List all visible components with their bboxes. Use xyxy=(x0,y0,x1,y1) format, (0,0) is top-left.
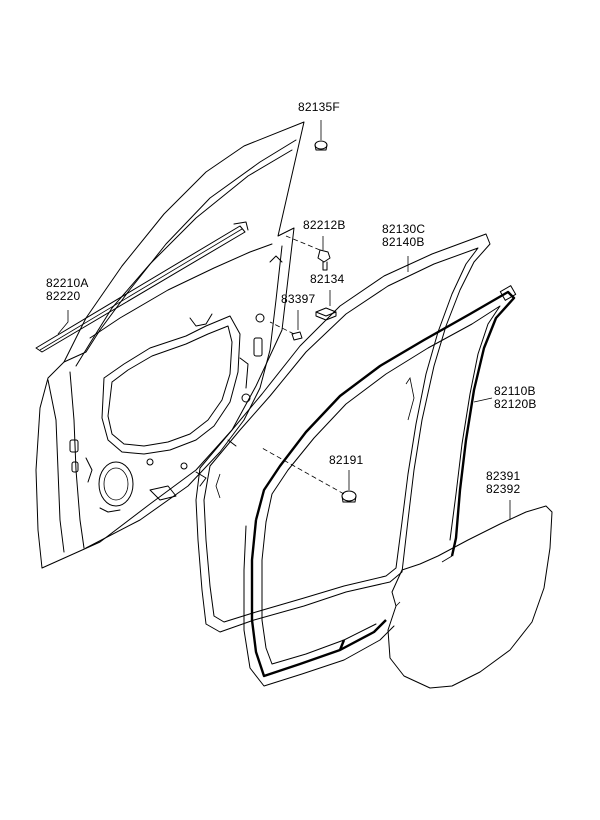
door-frame-weatherstrip xyxy=(195,233,491,633)
plug-83397 xyxy=(291,331,303,341)
callout-82191: 82191 xyxy=(329,454,363,467)
screw-82212b xyxy=(317,249,331,271)
callout-82134-line1: 82134 xyxy=(310,272,345,286)
callout-82191-line1: 82191 xyxy=(329,453,364,467)
plug-82191 xyxy=(341,490,357,503)
callout-82135f: 82135F xyxy=(298,101,340,114)
callout-82210a-82220: 82210A 82220 xyxy=(46,277,89,303)
callout-82212b-line1: 82212B xyxy=(303,218,346,232)
pad-82134 xyxy=(315,307,337,321)
callout-82130c-82140b: 82130C 82140B xyxy=(382,223,425,249)
belt-moulding xyxy=(35,221,249,353)
callout-82130c-line1: 82130C xyxy=(382,222,426,236)
callout-82210a-line2: 82220 xyxy=(46,289,81,303)
waterproof-film xyxy=(387,505,553,689)
callout-82110b-line2: 82120B xyxy=(494,397,537,411)
callout-82391-line1: 82391 xyxy=(486,469,521,483)
clip-82135f xyxy=(314,140,328,151)
callout-82391-line2: 82392 xyxy=(486,482,521,496)
callout-82134: 82134 xyxy=(310,273,344,286)
callout-82110b-82120b: 82110B 82120B xyxy=(494,385,537,411)
callout-82135f-line1: 82135F xyxy=(298,100,340,114)
callout-83397-line1: 83397 xyxy=(281,292,316,306)
callout-82212b: 82212B xyxy=(303,219,346,232)
callout-82110b-line1: 82110B xyxy=(494,384,536,398)
leader-lines xyxy=(57,120,511,520)
callout-82210a-line1: 82210A xyxy=(46,276,89,290)
callout-82391-82392: 82391 82392 xyxy=(486,470,520,496)
callout-83397: 83397 xyxy=(281,293,315,306)
door-panel xyxy=(35,121,305,569)
callout-82130c-line2: 82140B xyxy=(382,235,425,249)
door-side-weatherstrip xyxy=(243,285,517,687)
